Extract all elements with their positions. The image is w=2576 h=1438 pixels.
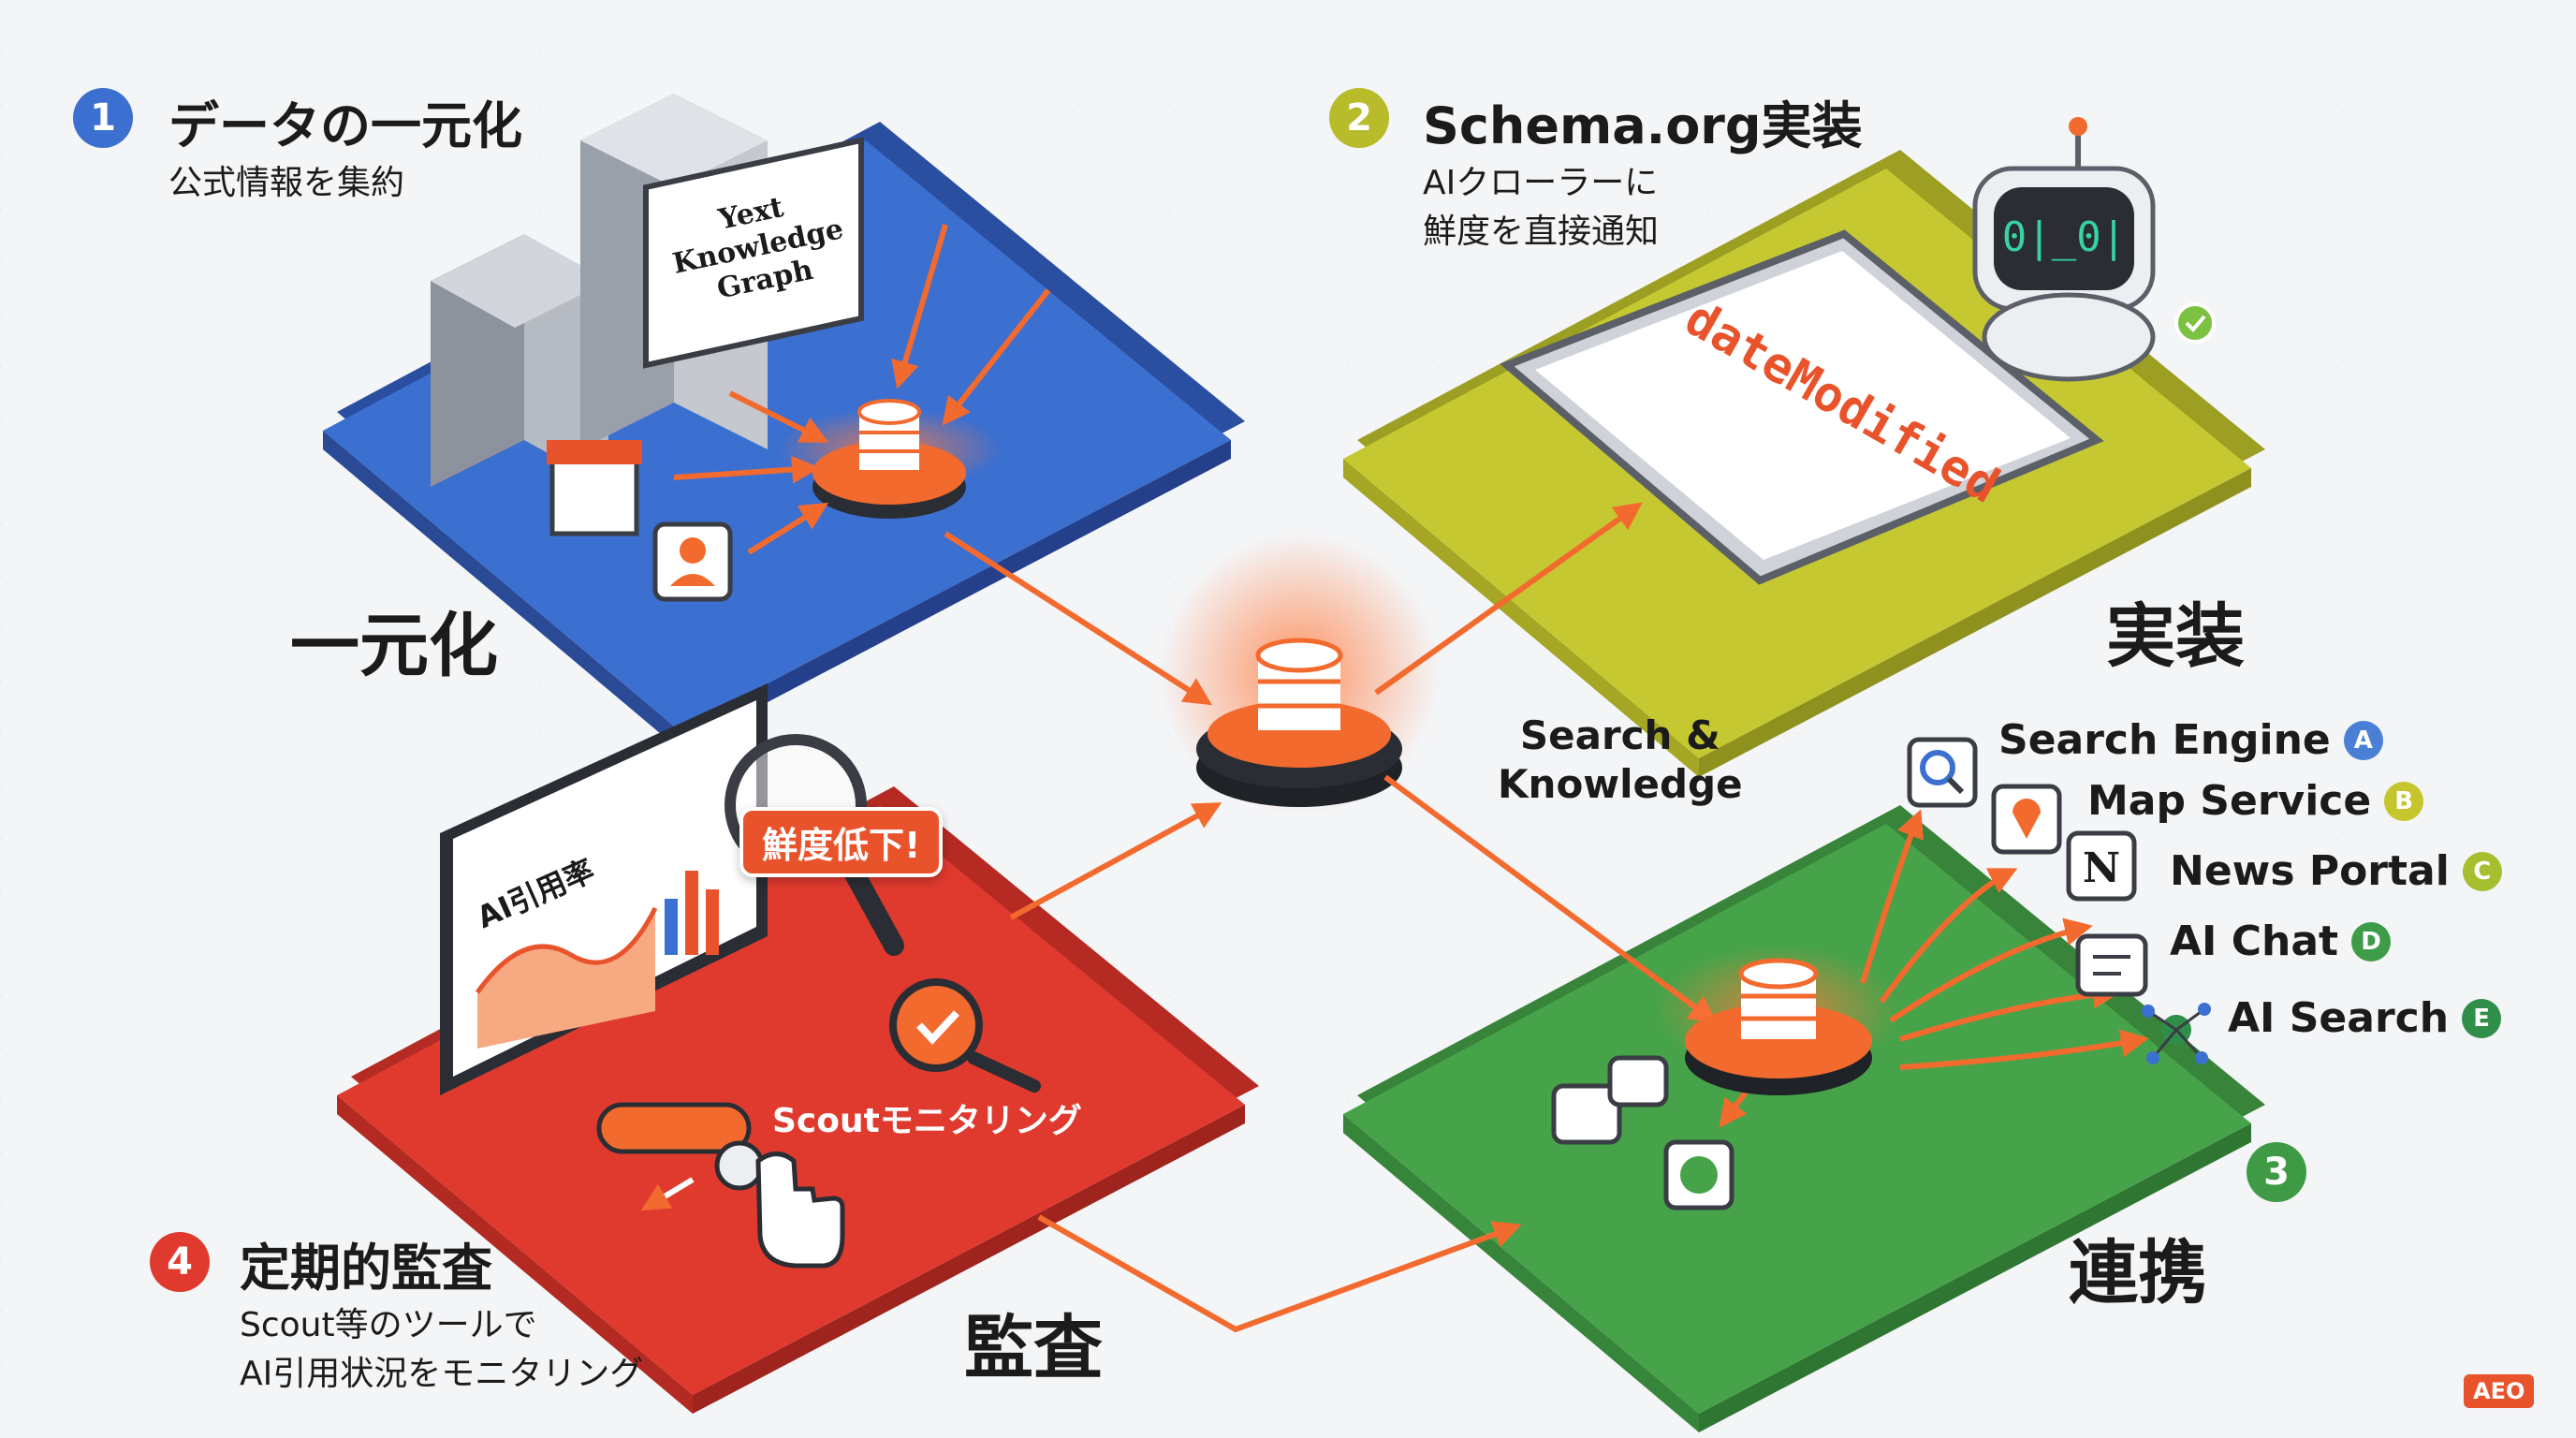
hub-label-line-2: Knowledge <box>1498 761 1743 807</box>
channel-news-portal: News Portal C <box>2170 847 2502 895</box>
billboard <box>643 137 864 369</box>
step-2-subtitle-line2: 鮮度を直接通知 <box>1423 213 1660 251</box>
tablet-icon <box>1500 229 2104 585</box>
dashboard-screen <box>440 683 768 1095</box>
channel-badge: E <box>2462 998 2502 1038</box>
map-pin-icon <box>1991 784 2062 855</box>
platform-audit <box>337 786 1259 1414</box>
step-1-title: データの一元化 <box>168 96 522 155</box>
database-icon <box>777 399 1002 519</box>
freshness-alert-badge: 鮮度低下! <box>739 807 944 877</box>
quadrant-label-audit: 監査 <box>964 1308 1103 1388</box>
network-icon <box>2142 1003 2211 1064</box>
chat-icon <box>2075 933 2148 997</box>
distribution-database-icon <box>1657 946 1900 1095</box>
platform-connect <box>1343 805 2265 1432</box>
aeo-badge: AEO <box>2464 1374 2535 1408</box>
svg-text:0|_0|: 0|_0| <box>2002 213 2126 261</box>
step-4-subtitle-line2: AI引用状況をモニタリング <box>240 1355 644 1393</box>
hub-label-line-1: Search & <box>1519 712 1720 758</box>
step-1-subtitle: 公式情報を集約 <box>168 164 405 202</box>
quadrant-label-implement: 実装 <box>2106 596 2245 677</box>
channel-icons: N <box>1907 737 2211 1064</box>
channel-badge: B <box>2384 781 2424 821</box>
channel-ai-search: AI Search E <box>2228 994 2502 1042</box>
step-1-number: 1 <box>73 88 133 148</box>
step-2-number: 2 <box>1329 88 1389 148</box>
step-4-number: 4 <box>150 1232 210 1292</box>
profile-card-icon <box>652 521 733 602</box>
channel-badge: A <box>2343 720 2383 760</box>
channel-search-engine: Search Engine A <box>1998 716 2383 764</box>
distribution-arrows <box>1860 809 2149 1070</box>
step-4-subtitle-line1: Scout等のツールで <box>240 1306 537 1344</box>
integration-icons <box>1551 1055 1734 1211</box>
step-4-title: 定期的監査 <box>240 1239 492 1298</box>
channel-label: AI Search <box>2228 994 2450 1042</box>
news-icon: N <box>2066 830 2137 902</box>
channel-label: AI Chat <box>2170 917 2339 965</box>
channel-badge: D <box>2351 921 2392 961</box>
storefront-icon <box>547 440 642 536</box>
channel-label: News Portal <box>2170 847 2450 895</box>
platform-unify <box>323 122 1245 749</box>
channel-badge: C <box>2462 851 2502 891</box>
quadrant-label-connect: 連携 <box>2069 1233 2207 1313</box>
svg-text:N: N <box>2083 844 2120 892</box>
collection-arrows <box>673 224 1051 555</box>
step-2-title: Schema.org実装 <box>1423 96 1863 155</box>
channel-map-service: Map Service B <box>2087 777 2424 825</box>
hub-label: Search & Knowledge <box>1498 712 1743 809</box>
scout-monitoring-label: Scoutモニタリング <box>772 1102 1082 1140</box>
check-magnifier-icon <box>889 978 1041 1093</box>
quadrant-label-unify: 一元化 <box>290 606 498 686</box>
robot-icon: 0|_0| <box>1972 117 2216 382</box>
central-database-icon <box>1159 534 1440 814</box>
channel-label: Search Engine <box>1998 716 2331 764</box>
cursor-hand-icon <box>755 1152 845 1269</box>
step-2-subtitle-line1: AIクローラーに <box>1423 164 1659 202</box>
channel-ai-chat: AI Chat D <box>2170 917 2392 965</box>
search-icon <box>1907 737 1978 808</box>
step-3-number: 3 <box>2247 1142 2306 1202</box>
channel-label: Map Service <box>2087 777 2372 825</box>
